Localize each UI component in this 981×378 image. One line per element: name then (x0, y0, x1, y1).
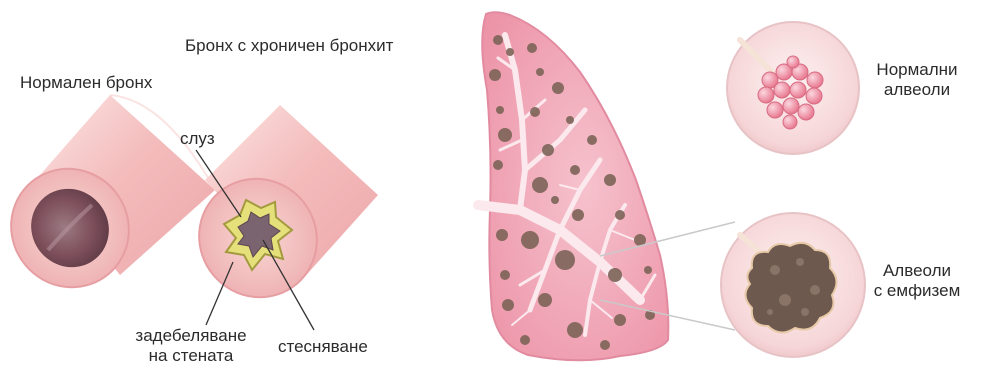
wall-thickening-label-line2: на стената (128, 346, 254, 366)
normal-alveoli-label: Нормални алвеоли (862, 60, 972, 100)
normal-alveoli-inset (727, 22, 859, 154)
emphysema-alveoli-label-line1: Алвеоли (860, 261, 974, 281)
wall-thickening-label-line1: задебеляване (128, 326, 254, 346)
emphysema-alveoli-label-line2: с емфизем (860, 281, 974, 301)
normal-alveoli-label-line1: Нормални (862, 60, 972, 80)
normal-bronchus-tube (0, 95, 215, 311)
chronic-bronchitis-label: Бронх с хроничен бронхит (185, 36, 393, 56)
wall-thickening-label: задебеляване на стената (128, 326, 254, 366)
emphysema-alveoli-label: Алвеоли с емфизем (860, 261, 974, 301)
lung (478, 12, 668, 360)
narrowing-label: стесняване (278, 337, 368, 357)
normal-bronchus-label: Нормален бронх (20, 73, 152, 93)
normal-alveoli-label-line2: алвеоли (862, 80, 972, 100)
mucus-label: слуз (180, 129, 215, 149)
